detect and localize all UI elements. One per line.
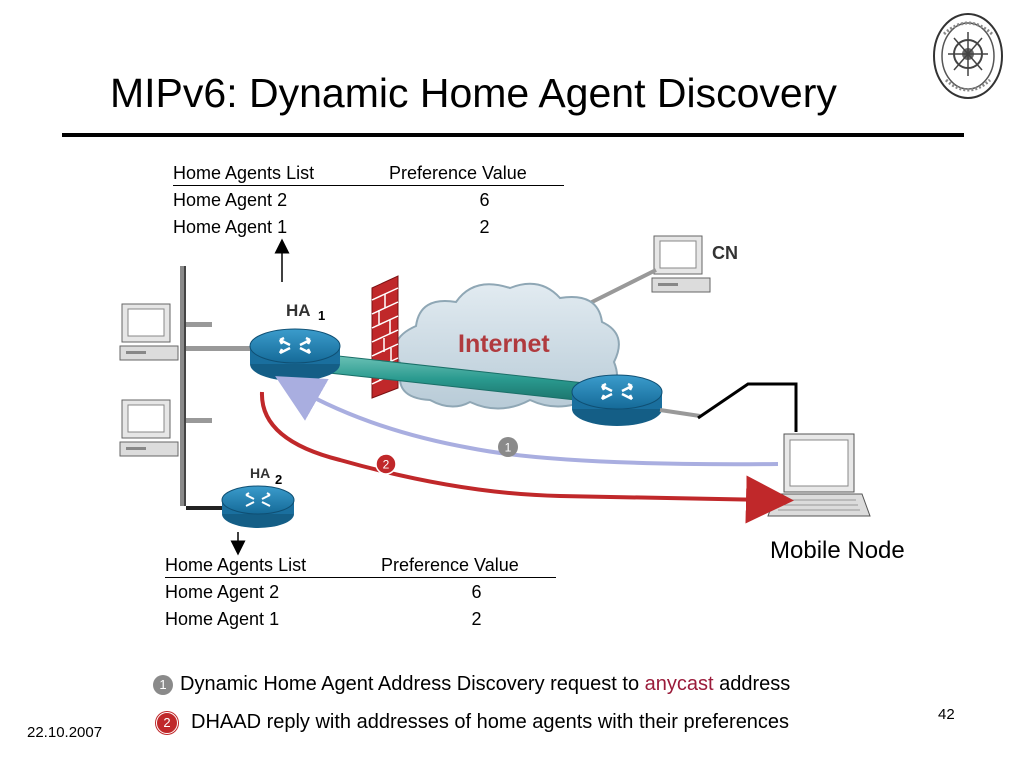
table-row: Home Agent 2 6 (173, 187, 564, 214)
slide-date: 22.10.2007 (27, 724, 103, 741)
slide-number: 42 (938, 706, 955, 723)
ha2-label: HA (250, 465, 270, 481)
step1-badge: 1 (498, 437, 518, 457)
agent-preference: 2 (471, 609, 482, 629)
ha1-label: HA (286, 301, 311, 320)
request-arrow (275, 376, 779, 467)
legend-anycast-highlight: anycast (644, 673, 714, 695)
router-icon (249, 328, 341, 381)
reply-arrow (259, 391, 794, 524)
router-icon (221, 485, 295, 528)
internet-label: Internet (458, 330, 550, 358)
mobile-node-label: Mobile Node (770, 537, 905, 564)
table-header: Home Agents List Preference Value (173, 161, 564, 186)
legend-text-1-before: Dynamic Home Agent Address Discovery req… (180, 673, 645, 695)
cn-label: CN (712, 243, 738, 263)
step2-legend-badge: 2 (156, 711, 178, 734)
legend-item-2: 2 DHAAD reply with addresses of home age… (156, 711, 789, 734)
header-preference-value: Preference Value (389, 163, 527, 183)
laptop-icon (767, 433, 871, 517)
legend-text-2: DHAAD reply with addresses of home agent… (191, 711, 790, 733)
header-preference-value: Preference Value (381, 555, 519, 575)
lan-backbone (180, 266, 256, 510)
table-row: Home Agent 1 2 (173, 214, 564, 241)
remote-router-link (659, 408, 701, 418)
home-agents-table-top: Home Agents List Preference Value Home A… (173, 161, 564, 241)
agent-name: Home Agent 1 (165, 609, 280, 629)
agent-name: Home Agent 1 (173, 217, 288, 237)
desktop-computer-icon (119, 399, 179, 457)
mobile-link (697, 382, 798, 432)
step1-legend-badge: 1 (153, 674, 173, 695)
home-agents-table-bottom: Home Agents List Preference Value Home A… (165, 553, 556, 633)
legend-text-1-after: address (713, 673, 791, 695)
ha1-subscript: 1 (318, 308, 325, 323)
svg-text:1: 1 (505, 441, 512, 455)
header-home-agents-list: Home Agents List (173, 163, 315, 183)
agent-name: Home Agent 2 (165, 582, 280, 602)
desktop-computer-icon (119, 303, 179, 361)
crest-logo-icon (933, 13, 1003, 99)
header-home-agents-list: Home Agents List (165, 555, 307, 575)
table-header: Home Agents List Preference Value (165, 553, 556, 578)
ha2-subscript: 2 (275, 472, 282, 487)
step2-badge: 2 (375, 453, 397, 475)
desktop-computer-icon (651, 235, 711, 293)
cn-link (589, 268, 657, 305)
agent-preference: 6 (479, 190, 490, 210)
agent-name: Home Agent 2 (173, 190, 288, 210)
table-row: Home Agent 2 6 (165, 579, 556, 606)
agent-preference: 6 (471, 582, 482, 602)
router-icon (571, 374, 663, 426)
svg-text:2: 2 (383, 458, 390, 472)
title-rule (62, 133, 964, 137)
agent-preference: 2 (479, 217, 490, 237)
legend-item-1: 1 Dynamic Home Agent Address Discovery r… (153, 673, 790, 696)
table-row: Home Agent 1 2 (165, 606, 556, 633)
slide-title: MIPv6: Dynamic Home Agent Discovery (110, 70, 837, 116)
